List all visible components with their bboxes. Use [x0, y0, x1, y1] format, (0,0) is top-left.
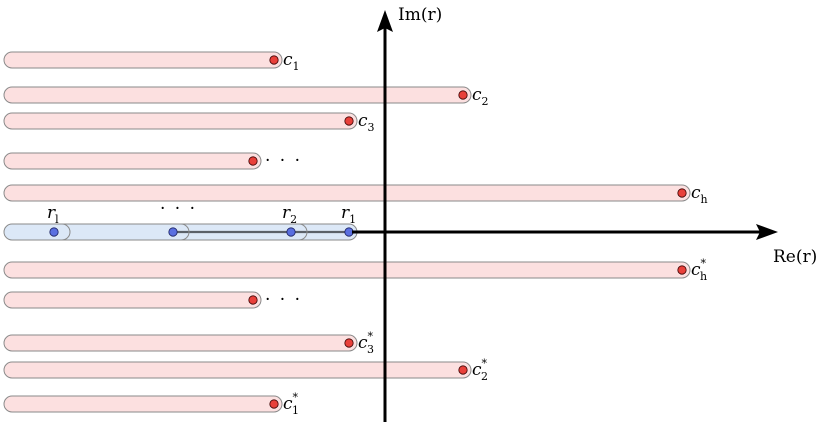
branch-cut-strip [3, 184, 691, 202]
pink-cut-6-label: · · · [265, 290, 302, 310]
imaginary-axis-label: Im(r) [398, 5, 442, 25]
branch-cut-strip [3, 261, 691, 279]
branch-cut-strip [3, 291, 262, 309]
branch-cut-strip [3, 51, 283, 69]
branch-cut-strip [3, 361, 472, 379]
real-point-label-1: · · · [160, 199, 197, 219]
real-point-label-2: r2 [282, 203, 297, 226]
real-point-label-0: rl [47, 203, 59, 226]
pink-cut-4-sub: h [701, 193, 708, 206]
pink-cut-8-sub: 2 [481, 370, 488, 383]
pink-cut-9-sub: 1 [292, 404, 299, 417]
pink-cut-7-label: c*3 [358, 330, 374, 356]
real-cut-cap [298, 223, 308, 241]
imaginary-axis-arrowhead [377, 10, 393, 32]
branch-cut-strip [3, 86, 472, 104]
pink-cut-9-sup: * [293, 391, 299, 404]
real-axis-label: Re(r) [773, 247, 817, 267]
real-cut-cap [180, 223, 190, 241]
pink-cut-4-label: ch [691, 183, 708, 206]
pink-cut-0-label: c1 [283, 50, 300, 73]
real-cut-cap [61, 223, 71, 241]
branch-point [677, 188, 687, 198]
pink-cut-5-sup: * [701, 257, 707, 270]
pink-cut-8-label: c*2 [472, 357, 488, 383]
real-branch-point [344, 227, 354, 237]
labels-layer: c1 c2 c3 · · · ch c*h · · · c*3 c*2 c*1 rl · · · r2 r… [47, 50, 708, 417]
pink-cut-3-label: · · · [265, 151, 302, 171]
pink-cut-2-label: c3 [358, 111, 375, 134]
branch-point [677, 265, 687, 275]
pink-cut-1-sub: 2 [482, 95, 489, 108]
pink-cut-2-sub: 3 [368, 121, 375, 134]
real-branch-point [168, 227, 178, 237]
pink-cut-0-sub: 1 [293, 60, 300, 73]
pink-cut-1-label: c2 [472, 85, 489, 108]
branch-point [458, 365, 468, 375]
branch-cut-strip [3, 395, 283, 413]
branch-point [344, 116, 354, 126]
branch-point [248, 295, 258, 305]
branch-point [248, 156, 258, 166]
real-cut-layer [3, 223, 358, 241]
branch-point [344, 338, 354, 348]
branch-cut-strip [3, 152, 262, 170]
complex-cuts-layer [3, 51, 691, 413]
branch-cut-strip [3, 334, 358, 352]
pink-cut-9-label: c*1 [283, 391, 299, 417]
pink-cut-5-sub: h [700, 270, 707, 283]
axes: Re(r) Im(r) [352, 5, 817, 422]
branch-cut-strip [3, 112, 358, 130]
real-branch-point [286, 227, 296, 237]
branch-point [458, 90, 468, 100]
pink-cut-7-sub: 3 [367, 343, 374, 356]
branch-point [269, 55, 279, 65]
pink-cut-7-sup: * [368, 330, 374, 343]
real-branch-point [49, 227, 59, 237]
real-point-label-3: r1 [341, 203, 356, 226]
pink-cut-5-label: c*h [691, 257, 707, 283]
real-axis-arrowhead [756, 224, 778, 240]
branch-point [269, 399, 279, 409]
pink-cut-8-sup: * [482, 357, 488, 370]
